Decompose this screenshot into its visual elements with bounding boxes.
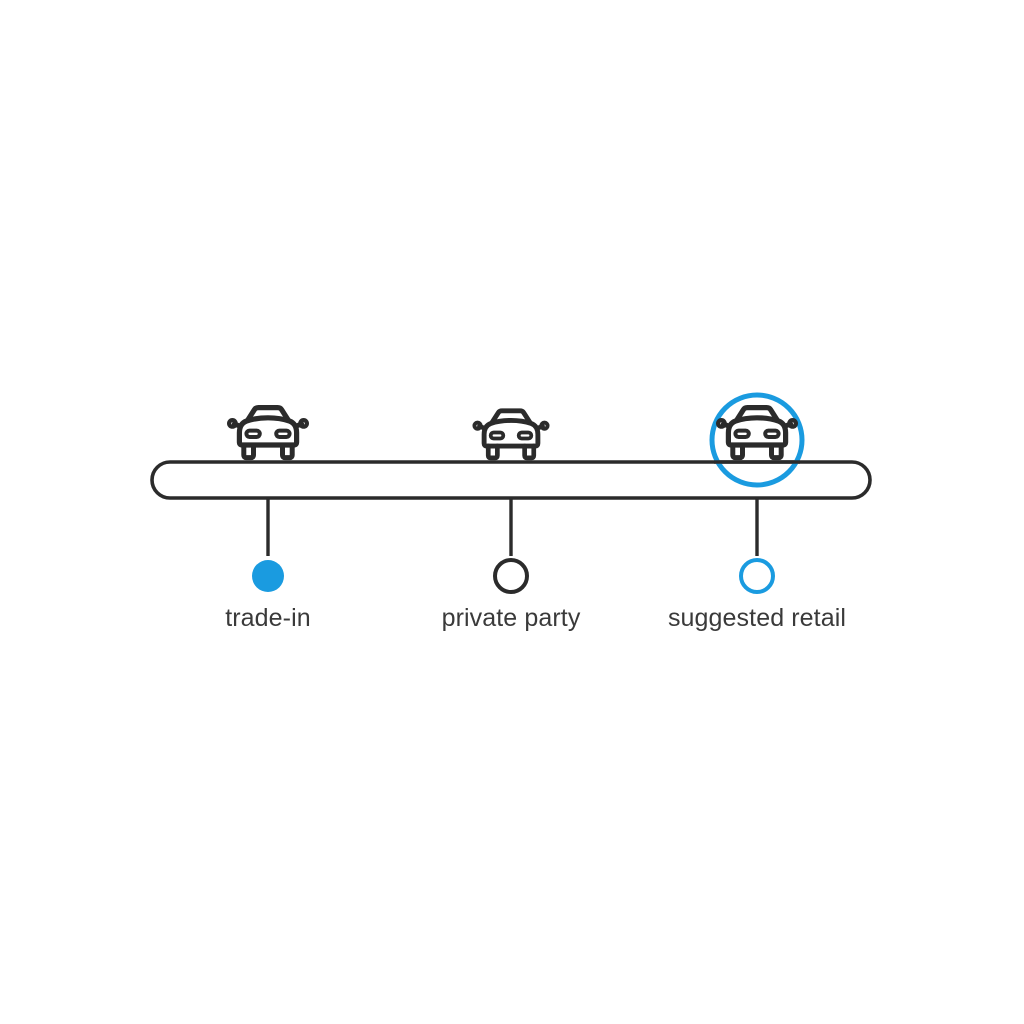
car-front-icon (474, 411, 547, 458)
stop-label-private-party: private party (442, 604, 581, 632)
highlight-circle (709, 392, 805, 488)
stop-label-trade-in: trade-in (225, 604, 311, 632)
scale-stop-suggested-retail[interactable]: suggested retail (668, 392, 846, 632)
marker-dot-outline-dark[interactable] (493, 558, 529, 594)
stop-label-suggested-retail: suggested retail (668, 604, 846, 632)
scale-stop-private-party[interactable]: private party (442, 411, 581, 632)
marker-dot-filled[interactable] (252, 560, 284, 592)
scale-stop-trade-in[interactable]: trade-in (225, 408, 311, 632)
marker-dot-outline-accent[interactable] (739, 558, 775, 594)
car-front-icon (718, 408, 796, 458)
scale-track-bar[interactable] (150, 460, 872, 500)
car-front-icon (229, 408, 307, 458)
scale-track[interactable] (150, 460, 872, 500)
